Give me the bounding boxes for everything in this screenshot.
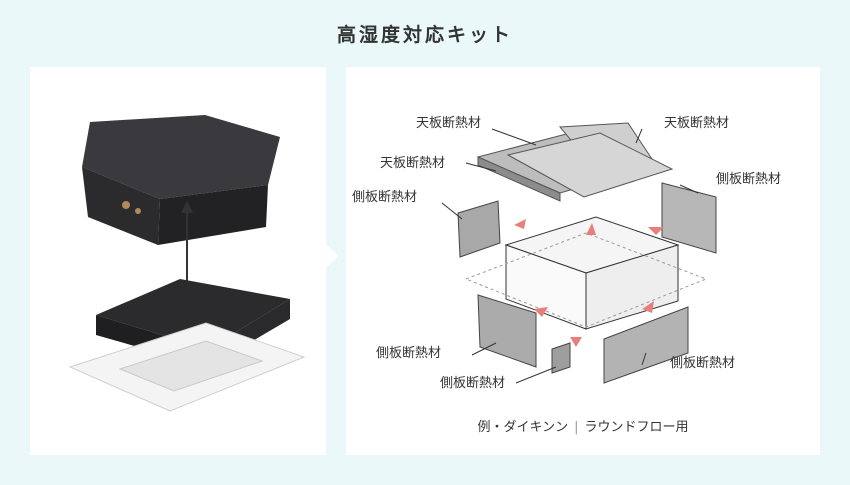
label-top-insulation-3: 天板断熱材 bbox=[380, 156, 445, 171]
product-photo-panel bbox=[30, 67, 326, 455]
side-panel-left-lower bbox=[477, 294, 537, 368]
connection-arrowhead bbox=[181, 201, 193, 213]
caption-separator: | bbox=[574, 420, 579, 435]
main-unit-side bbox=[585, 244, 679, 330]
top-plate-left-edge bbox=[477, 156, 561, 202]
diagram-caption: 例・ダイキンン | ラウンドフロー用 bbox=[346, 416, 820, 435]
label-top-insulation-2: 天板断熱材 bbox=[664, 116, 729, 131]
caption-example: 例・ダイキンン bbox=[477, 420, 569, 435]
label-side-insulation-4: 側板断熱材 bbox=[670, 356, 735, 371]
exploded-diagram-panel: 天板断熱材 天板断熱材 天板断熱材 側板断熱材 側板断熱材 側板断熱材 側板断熱… bbox=[346, 67, 820, 455]
pipe-fitting-icon bbox=[135, 208, 141, 214]
label-side-insulation-5: 側板断熱材 bbox=[440, 376, 505, 391]
pipe-fitting-icon bbox=[122, 201, 130, 209]
cassette-unit-illustration bbox=[68, 115, 306, 412]
leader-lines bbox=[441, 128, 699, 384]
insulation-cover-front bbox=[82, 167, 160, 245]
side-panel-right-lower bbox=[603, 306, 689, 384]
assembly-arrows bbox=[514, 219, 664, 347]
label-side-insulation-3: 側板断熱材 bbox=[376, 346, 441, 361]
side-panel-right-upper bbox=[661, 182, 717, 254]
side-panel-small bbox=[551, 342, 571, 374]
page-title: 高湿度対応キット bbox=[336, 24, 513, 46]
label-side-insulation-2: 側板断熱材 bbox=[352, 190, 417, 205]
exploded-view-diagram: 天板断熱材 天板断熱材 天板断熱材 側板断熱材 側板断熱材 側板断熱材 側板断熱… bbox=[352, 116, 781, 391]
guide-outline bbox=[464, 232, 708, 328]
insulation-cover-top bbox=[82, 115, 280, 199]
label-top-insulation-1: 天板断熱材 bbox=[416, 116, 481, 131]
insulation-cover-side bbox=[158, 185, 268, 245]
panel-connector bbox=[326, 244, 338, 268]
label-side-insulation-1: 側板断熱材 bbox=[716, 172, 781, 187]
caption-product: ラウンドフロー用 bbox=[584, 420, 689, 435]
ceiling-panel-grille bbox=[118, 340, 264, 392]
cassette-body-dark bbox=[96, 279, 290, 349]
top-plate-center bbox=[506, 132, 674, 198]
side-panel-left-upper bbox=[457, 200, 501, 258]
